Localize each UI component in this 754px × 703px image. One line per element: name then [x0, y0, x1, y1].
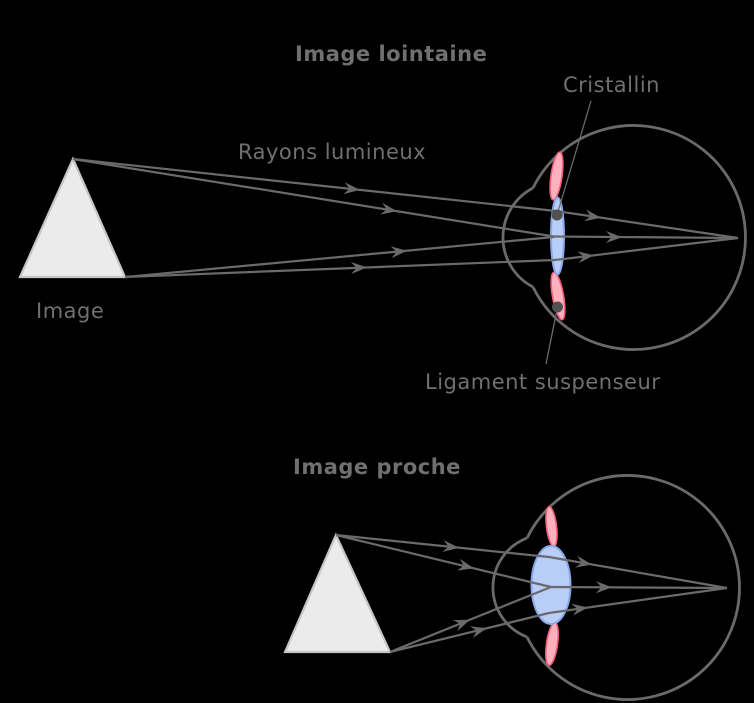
light-ray	[335, 533, 550, 559]
light-ray	[389, 611, 550, 654]
refracted-ray	[548, 555, 728, 590]
light-ray	[72, 157, 555, 238]
ray-arrowhead	[452, 614, 473, 632]
cristallin-label: Cristallin	[563, 73, 660, 97]
image-label: Image	[36, 299, 104, 323]
refracted-ray	[555, 209, 739, 240]
bottom-diagram: Image proche	[283, 455, 741, 701]
light-ray	[124, 235, 555, 279]
eye-cornea-outline	[501, 186, 534, 289]
rayons-lumineux-label: Rayons lumineux	[238, 140, 426, 164]
refracted-ray	[548, 586, 728, 615]
eye-sclera-outline	[525, 474, 741, 701]
light-ray	[72, 157, 557, 213]
refracted-ray	[554, 236, 739, 262]
ray-arrowhead	[457, 558, 476, 575]
bottom-title: Image proche	[293, 455, 461, 479]
top-title: Image lointaine	[295, 42, 487, 66]
cristallin-anchor-dot	[551, 209, 563, 221]
light-ray	[124, 258, 556, 279]
light-ray	[335, 533, 552, 589]
ciliary-body-upper	[549, 151, 564, 201]
eye-sclera-outline	[531, 124, 747, 351]
ligament-anchor-dot	[552, 301, 563, 313]
ligament-suspenseur-label: Ligament suspenseur	[425, 370, 660, 394]
object-triangle	[283, 532, 392, 654]
ray-arrowhead	[470, 622, 489, 638]
light-ray	[389, 585, 552, 654]
eye-cornea-outline	[491, 536, 528, 639]
refracted-ray	[553, 235, 739, 240]
cristallin-pointer-line	[556, 100, 592, 216]
object-triangle	[18, 156, 127, 279]
refracted-ray	[550, 585, 728, 590]
crystalline-lens	[530, 545, 572, 625]
ligament-pointer-line	[545, 306, 559, 365]
ciliary-body-upper	[545, 505, 558, 548]
ciliary-body-lower	[544, 621, 560, 667]
top-diagram: Image lointaine Cristallin Rayons lumine…	[18, 42, 747, 394]
